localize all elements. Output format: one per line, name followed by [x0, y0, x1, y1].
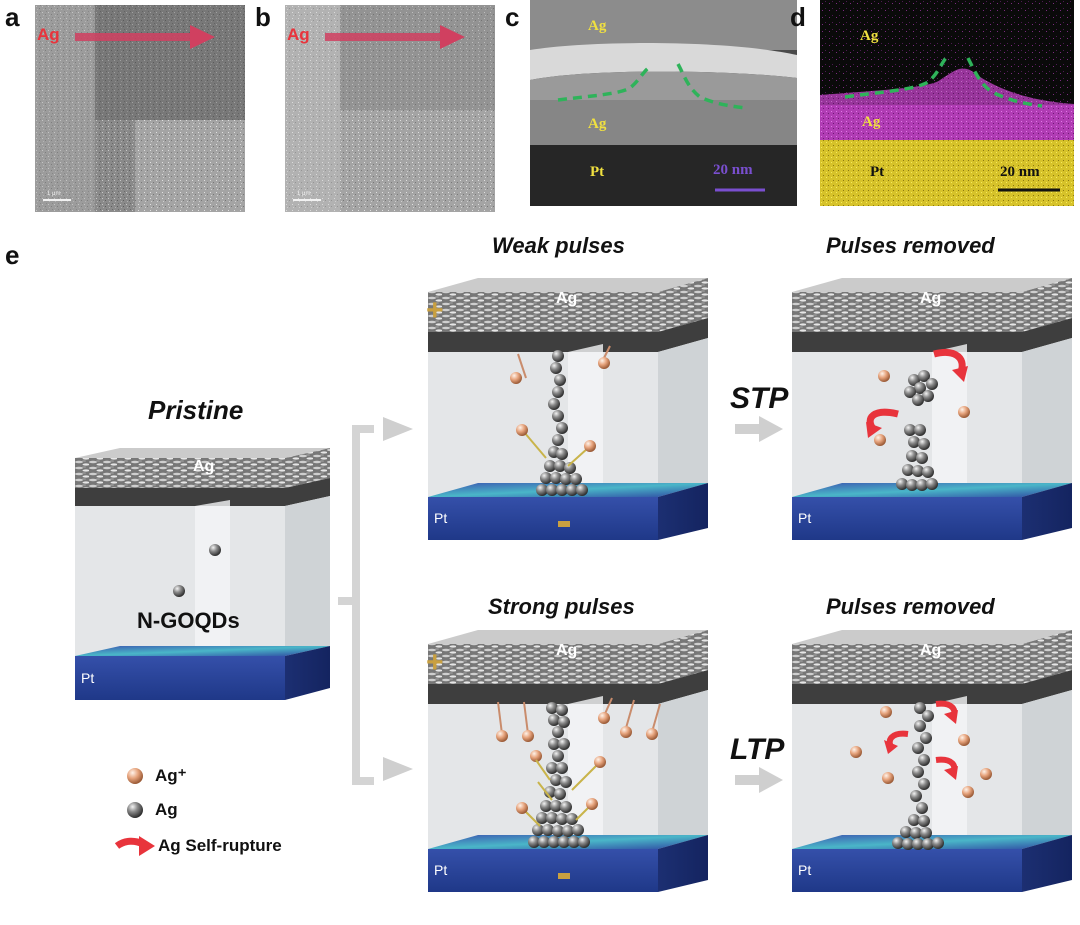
- arrow-label-a: Ag: [37, 25, 60, 44]
- pristine-bottom-electrode: Pt: [81, 670, 95, 686]
- eds-map-d: Ag Ag Pt 20 nm: [820, 0, 1074, 206]
- legend-rupture-label: Ag Self-rupture: [158, 836, 282, 855]
- legend-rupture-arrow-icon: [115, 836, 155, 856]
- legend-ion-label: Ag⁺: [155, 766, 187, 785]
- title-strong-removed: Pulses removed: [826, 594, 995, 619]
- panel-letter-b: b: [255, 2, 271, 32]
- title-strong-pulses: Strong pulses: [488, 594, 635, 619]
- red-arrow-shaft: [75, 33, 195, 41]
- strong-top-electrode: Ag: [556, 642, 578, 659]
- device-weak-pulses: + Ag Pt: [426, 278, 718, 568]
- weak-removed-top-electrode: Ag: [920, 290, 942, 307]
- scale-label-d: 20 nm: [1000, 164, 1040, 180]
- sem-image-a: Ag 1 μm: [35, 5, 245, 212]
- legend-atom-icon: [127, 802, 143, 818]
- weak-removed-bottom-electrode: Pt: [798, 510, 812, 526]
- panel-letter-a: a: [5, 2, 20, 32]
- branch-connector: [338, 417, 413, 785]
- pristine-top-electrode: Ag: [193, 458, 215, 475]
- label-c-middle: Ag: [588, 116, 607, 132]
- legend-atom-label: Ag: [155, 800, 178, 819]
- scale-bar-b: [293, 199, 321, 201]
- strong-removed-top-electrode: Ag: [920, 642, 942, 659]
- title-pristine: Pristine: [148, 395, 244, 425]
- filament-strong: [528, 702, 590, 848]
- sem-image-b: Ag 1 μm: [285, 5, 495, 212]
- label-d-top: Ag: [860, 28, 879, 44]
- device-weak-removed: Ag Pt: [792, 278, 1080, 568]
- device-pristine: Ag Pt N-GOQDs: [75, 448, 345, 708]
- title-weak-removed: Pulses removed: [826, 233, 995, 258]
- arrow-ltp: [735, 767, 783, 793]
- strong-plus-sign: +: [426, 646, 444, 679]
- panel-letter-d: d: [790, 2, 806, 32]
- label-ltp: LTP: [730, 733, 785, 766]
- tem-image-c: Ag Ag Pt 20 nm: [530, 0, 797, 206]
- strong-bottom-electrode: Pt: [434, 862, 448, 878]
- device-pristine-svg: [75, 448, 330, 700]
- label-c-top: Ag: [588, 18, 607, 34]
- device-strong-removed: Ag Pt: [792, 630, 1080, 920]
- scale-label-a: 1 μm: [47, 191, 61, 197]
- arrow-label-b: Ag: [287, 25, 310, 44]
- label-c-bottom: Pt: [590, 164, 605, 180]
- scale-bar-a: [43, 199, 71, 201]
- label-d-middle: Ag: [862, 114, 881, 130]
- red-arrow-head: [190, 25, 215, 49]
- filament-strong-removed: [892, 702, 944, 850]
- scale-label-c: 20 nm: [713, 162, 753, 178]
- label-stp: STP: [730, 382, 789, 415]
- weak-top-electrode: Ag: [556, 290, 578, 307]
- weak-bottom-electrode: Pt: [434, 510, 448, 526]
- weak-plus-sign: +: [426, 294, 444, 327]
- legend-ion-icon: [127, 768, 143, 784]
- strong-removed-bottom-electrode: Pt: [798, 862, 812, 878]
- title-weak-pulses: Weak pulses: [492, 233, 625, 258]
- arrow-stp: [735, 416, 783, 442]
- cluster-weak-removed: [896, 370, 938, 491]
- scale-label-b: 1 μm: [297, 191, 311, 197]
- device-strong-pulses: + Ag Pt: [426, 630, 718, 920]
- panel-letter-e: e: [5, 240, 20, 270]
- label-d-bottom: Pt: [870, 164, 885, 180]
- filament-weak: [536, 350, 588, 496]
- pristine-material-label: N-GOQDs: [137, 608, 240, 633]
- panel-letter-c: c: [505, 2, 520, 32]
